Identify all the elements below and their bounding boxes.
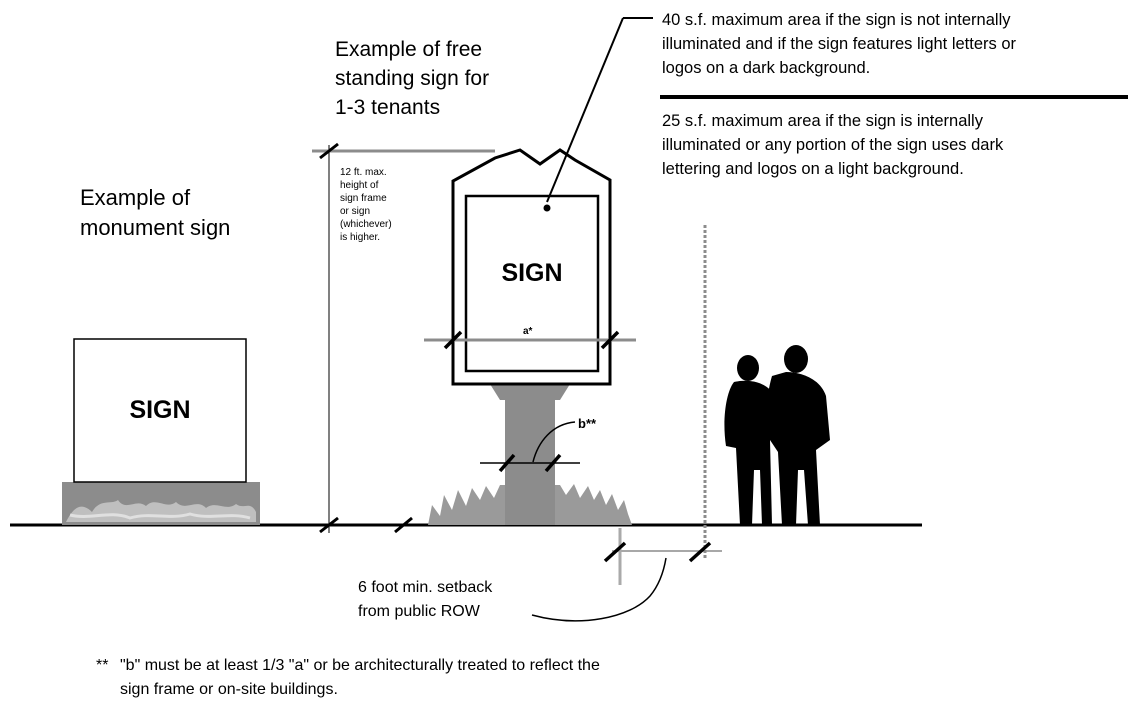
monument-sign-face: [73, 338, 247, 483]
width-b-dimension: [480, 421, 580, 473]
width-a-dimension: [424, 330, 636, 350]
monument-sign-label: SIGN: [129, 396, 190, 424]
area-note-40: 40 s.f. maximum area if the sign is not …: [662, 11, 1021, 77]
monument-heading: Example of monument sign: [80, 185, 230, 240]
leader-b: [532, 421, 576, 463]
pedestrians-silhouette-icon: [724, 345, 830, 525]
area-leader: [546, 17, 653, 203]
setback-leader: [531, 557, 667, 622]
setback-note: 6 foot min. setback from public ROW: [358, 579, 497, 620]
row-setback: [531, 225, 722, 622]
width-label-a: a*: [523, 326, 533, 337]
width-label-b: b**: [578, 416, 597, 431]
area-note-25: 25 s.f. maximum area if the sign is inte…: [662, 112, 1008, 178]
freestanding-heading: Example of free standing sign for 1-3 te…: [335, 38, 495, 119]
footnote-marker: **: [96, 657, 108, 674]
sign-panel: [464, 194, 600, 373]
freestanding-sign-label: SIGN: [501, 259, 562, 287]
height-dimension: [312, 142, 495, 534]
freestanding-sign: [428, 148, 632, 525]
monument-sign: [62, 338, 260, 525]
footnote: "b" must be at least 1/3 "a" or be archi…: [120, 657, 604, 698]
height-note: 12 ft. max. height of sign frame or sign…: [340, 167, 394, 243]
